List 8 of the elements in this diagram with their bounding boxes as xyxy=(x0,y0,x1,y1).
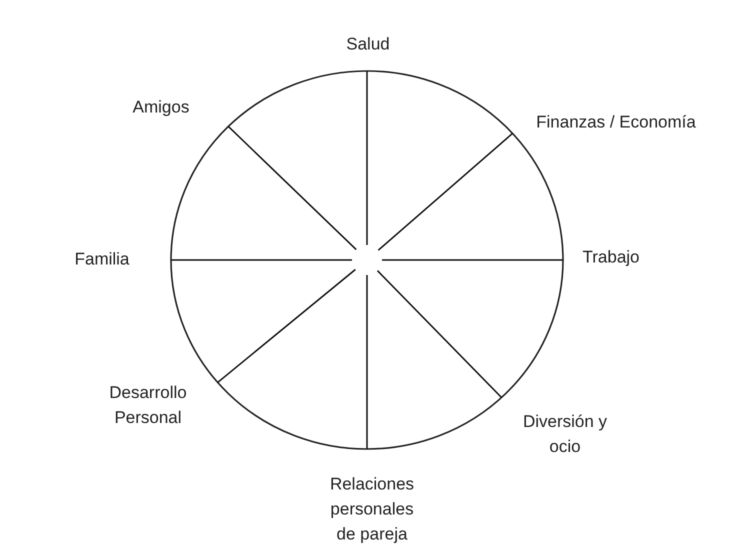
segment-label: Diversión y ocio xyxy=(522,411,608,458)
segment-label: Salud xyxy=(346,34,390,56)
segment-label: Finanzas / Economía xyxy=(536,112,696,134)
segment-label: Amigos xyxy=(132,96,190,118)
segment-label: Relaciones personales de pareja xyxy=(328,474,416,546)
segment-label: Familia xyxy=(74,248,130,270)
segment-label: Desarrollo Personal xyxy=(108,382,188,429)
segment-label: Trabajo xyxy=(582,246,640,268)
